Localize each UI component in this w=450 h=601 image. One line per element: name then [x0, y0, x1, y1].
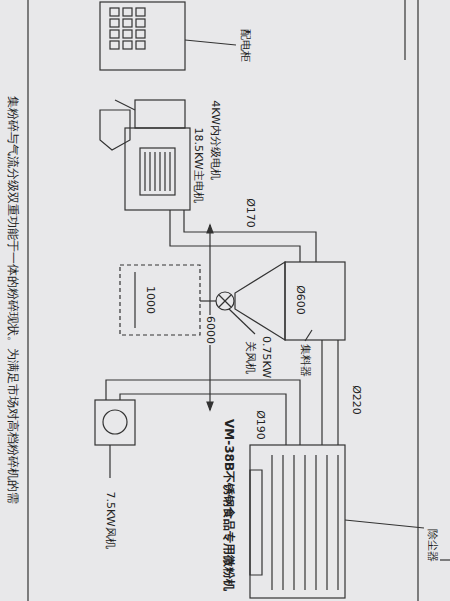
part-label: 关风机: [244, 340, 257, 375]
part-label: 6000: [204, 315, 217, 345]
part-label: 4KW内分级电机: [209, 99, 222, 181]
part-label: 7.5KW风机: [104, 490, 117, 549]
drawing-title: VM-38B不锈钢食品专用微粉机: [222, 418, 235, 592]
part-label: Ø220: [350, 384, 363, 416]
part-label: 配电柜: [239, 28, 252, 63]
part-label: 集料器: [299, 343, 312, 378]
margin-note: 集粉碎与气流分级双重功能于一体的粉碎现状。为满足市场对高档粉碎机的需: [6, 95, 19, 505]
part-label: Ø170: [244, 197, 257, 229]
part-label: Ø600: [294, 284, 307, 316]
part-label: Ø190: [254, 409, 267, 441]
part-label: 0.75KW: [260, 335, 273, 379]
part-label: 除尘器: [426, 528, 439, 563]
part-label: 18.5KW主电机: [192, 126, 205, 203]
part-label: 1000: [144, 285, 157, 315]
